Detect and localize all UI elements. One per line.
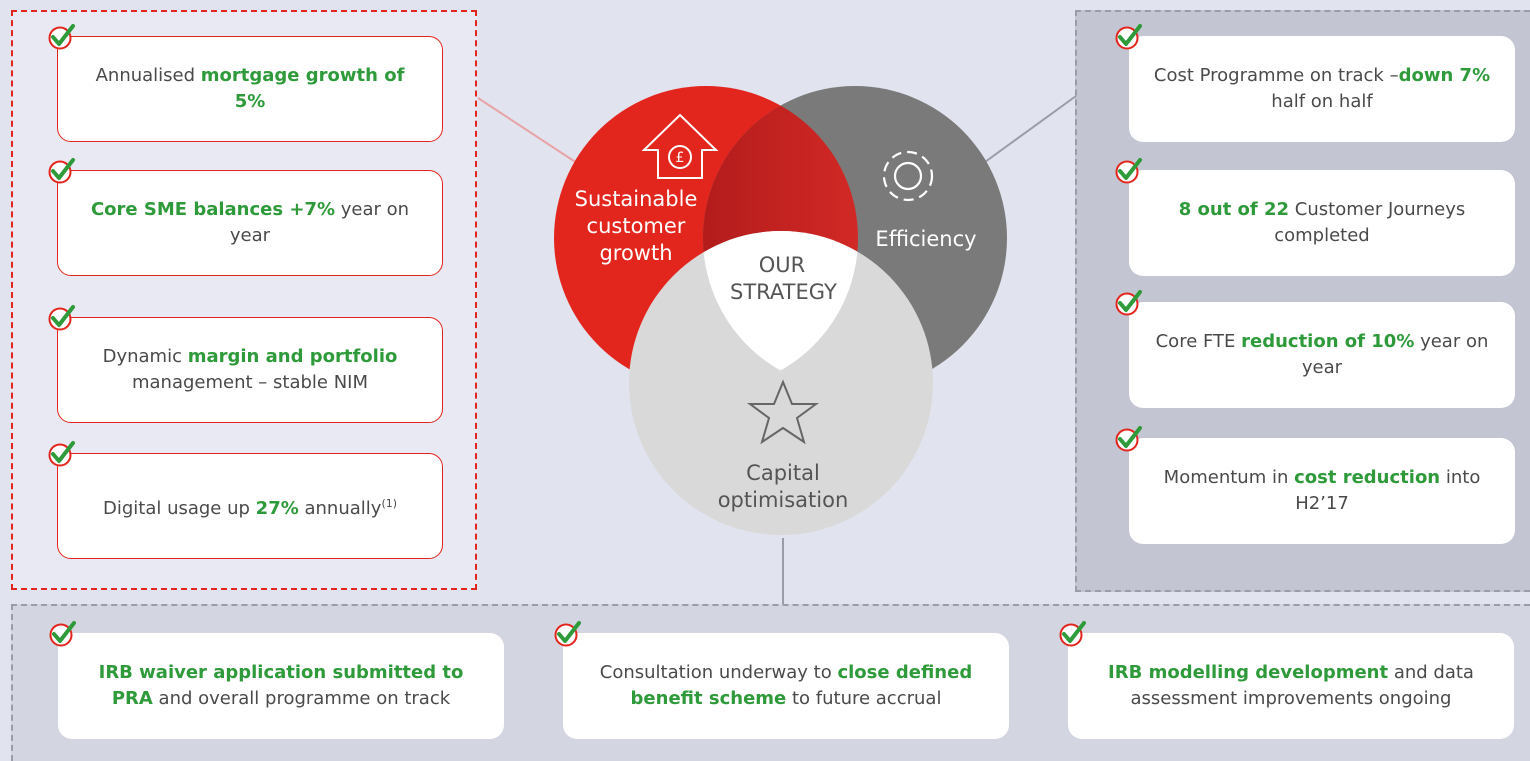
strategy-center-label: OUR STRATEGY [730, 252, 837, 306]
strategy-center-line1: OUR [758, 253, 806, 277]
growth-label-line1: Sustainable [574, 187, 698, 211]
capital-label: Capital optimisation [705, 460, 861, 514]
checkmark-icon [48, 158, 75, 184]
capital-label-line2: optimisation [717, 488, 849, 512]
star-icon [746, 379, 820, 445]
checkmark-icon [1115, 290, 1142, 316]
checkmark-icon [48, 24, 75, 50]
efficiency-card: Momentum in cost reduction into H2’17 [1129, 438, 1515, 544]
checkmark-icon [48, 305, 75, 331]
capital-circle [629, 231, 933, 535]
checkmark-icon [1059, 621, 1086, 647]
capital-label-line1: Capital [746, 461, 820, 485]
growth-label: Sustainable customer growth [566, 186, 706, 267]
svg-text:£: £ [676, 150, 685, 166]
growth-card: Dynamic margin and portfolio management … [57, 317, 443, 423]
growth-card: Digital usage up 27% annually(1) [57, 453, 443, 559]
growth-card: Core SME balances +7% year on year [57, 170, 443, 276]
gear-icon [882, 150, 934, 202]
checkmark-icon [554, 621, 581, 647]
strategy-center-line2: STRATEGY [730, 280, 837, 304]
checkmark-icon [1115, 426, 1142, 452]
growth-label-line3: growth [599, 241, 673, 265]
checkmark-icon [1115, 24, 1142, 50]
growth-label-line2: customer [586, 214, 686, 238]
efficiency-card: Core FTE reduction of 10% year on year [1129, 302, 1515, 408]
growth-card: Annualised mortgage growth of 5% [57, 36, 443, 142]
efficiency-card: Cost Programme on track –down 7% half on… [1129, 36, 1515, 142]
checkmark-icon [48, 441, 75, 467]
checkmark-icon [49, 621, 76, 647]
pound-arrow-icon: £ [641, 113, 719, 179]
capital-card: IRB waiver application submitted to PRA … [58, 633, 504, 739]
checkmark-icon [1115, 158, 1142, 184]
capital-card: Consultation underway to close defined b… [563, 633, 1009, 739]
capital-card: IRB modelling development and data asses… [1068, 633, 1514, 739]
efficiency-label: Efficiency [875, 227, 977, 251]
efficiency-card: 8 out of 22 Customer Journeys completed [1129, 170, 1515, 276]
